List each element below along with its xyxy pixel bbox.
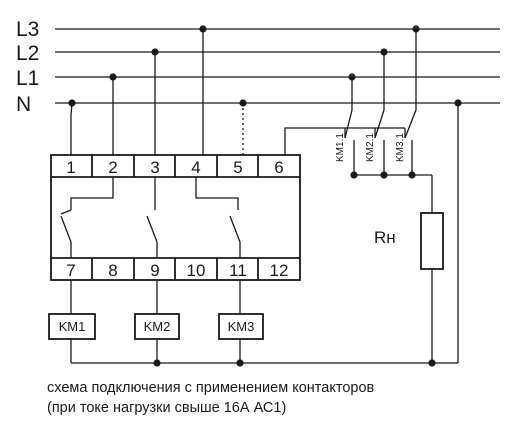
contact-label-km1: KM1.1 <box>335 133 346 162</box>
supply-wires <box>68 25 247 155</box>
junction-l1-2 <box>109 73 117 81</box>
terminal-1: 1 <box>66 158 75 177</box>
label-l2: L2 <box>16 42 39 65</box>
relay-internal-contacts <box>60 177 241 258</box>
terminal-7: 7 <box>66 261 75 280</box>
wire-n-to-1 <box>70 102 73 155</box>
terminal-9: 9 <box>150 261 159 280</box>
junction-l3-4 <box>199 25 207 33</box>
contactor-contacts <box>284 25 432 179</box>
load-resistor <box>420 175 444 367</box>
coil-label-km2: KM2 <box>144 319 171 334</box>
terminal-11: 11 <box>229 261 247 280</box>
coil-label-km3: KM3 <box>228 319 255 334</box>
coils <box>48 280 458 367</box>
coil-km1-box <box>48 313 96 340</box>
wire-6-to-contacts <box>284 127 346 155</box>
bus-lines <box>55 28 500 104</box>
terminal-4: 4 <box>191 158 200 177</box>
terminal-10: 10 <box>187 261 206 280</box>
label-n: N <box>16 93 31 116</box>
neutral-return <box>454 99 462 363</box>
resistor-body <box>420 212 444 270</box>
junction-l2-3 <box>151 48 159 56</box>
coil-km3-box <box>218 313 264 340</box>
terminal-6: 6 <box>274 158 283 177</box>
relay-device <box>50 154 301 281</box>
contact-label-km3: KM3.1 <box>395 133 406 162</box>
terminal-12: 12 <box>270 261 289 280</box>
terminal-3: 3 <box>150 158 159 177</box>
caption-line-2: (при токе нагрузки свыше 16А АС1) <box>47 400 286 416</box>
label-l1: L1 <box>16 67 39 90</box>
terminal-8: 8 <box>108 261 117 280</box>
load-label: Rн <box>374 228 396 247</box>
contact-label-km2: KM2.1 <box>365 133 376 162</box>
junction-n-1 <box>68 99 76 107</box>
terminal-2: 2 <box>108 158 117 177</box>
caption-line-1: схема подключения с применением контакто… <box>47 380 375 396</box>
label-l3: L3 <box>16 18 39 41</box>
terminal-5: 5 <box>233 158 242 177</box>
coil-label-km1: KM1 <box>59 319 86 334</box>
junction-n-5 <box>239 99 247 107</box>
